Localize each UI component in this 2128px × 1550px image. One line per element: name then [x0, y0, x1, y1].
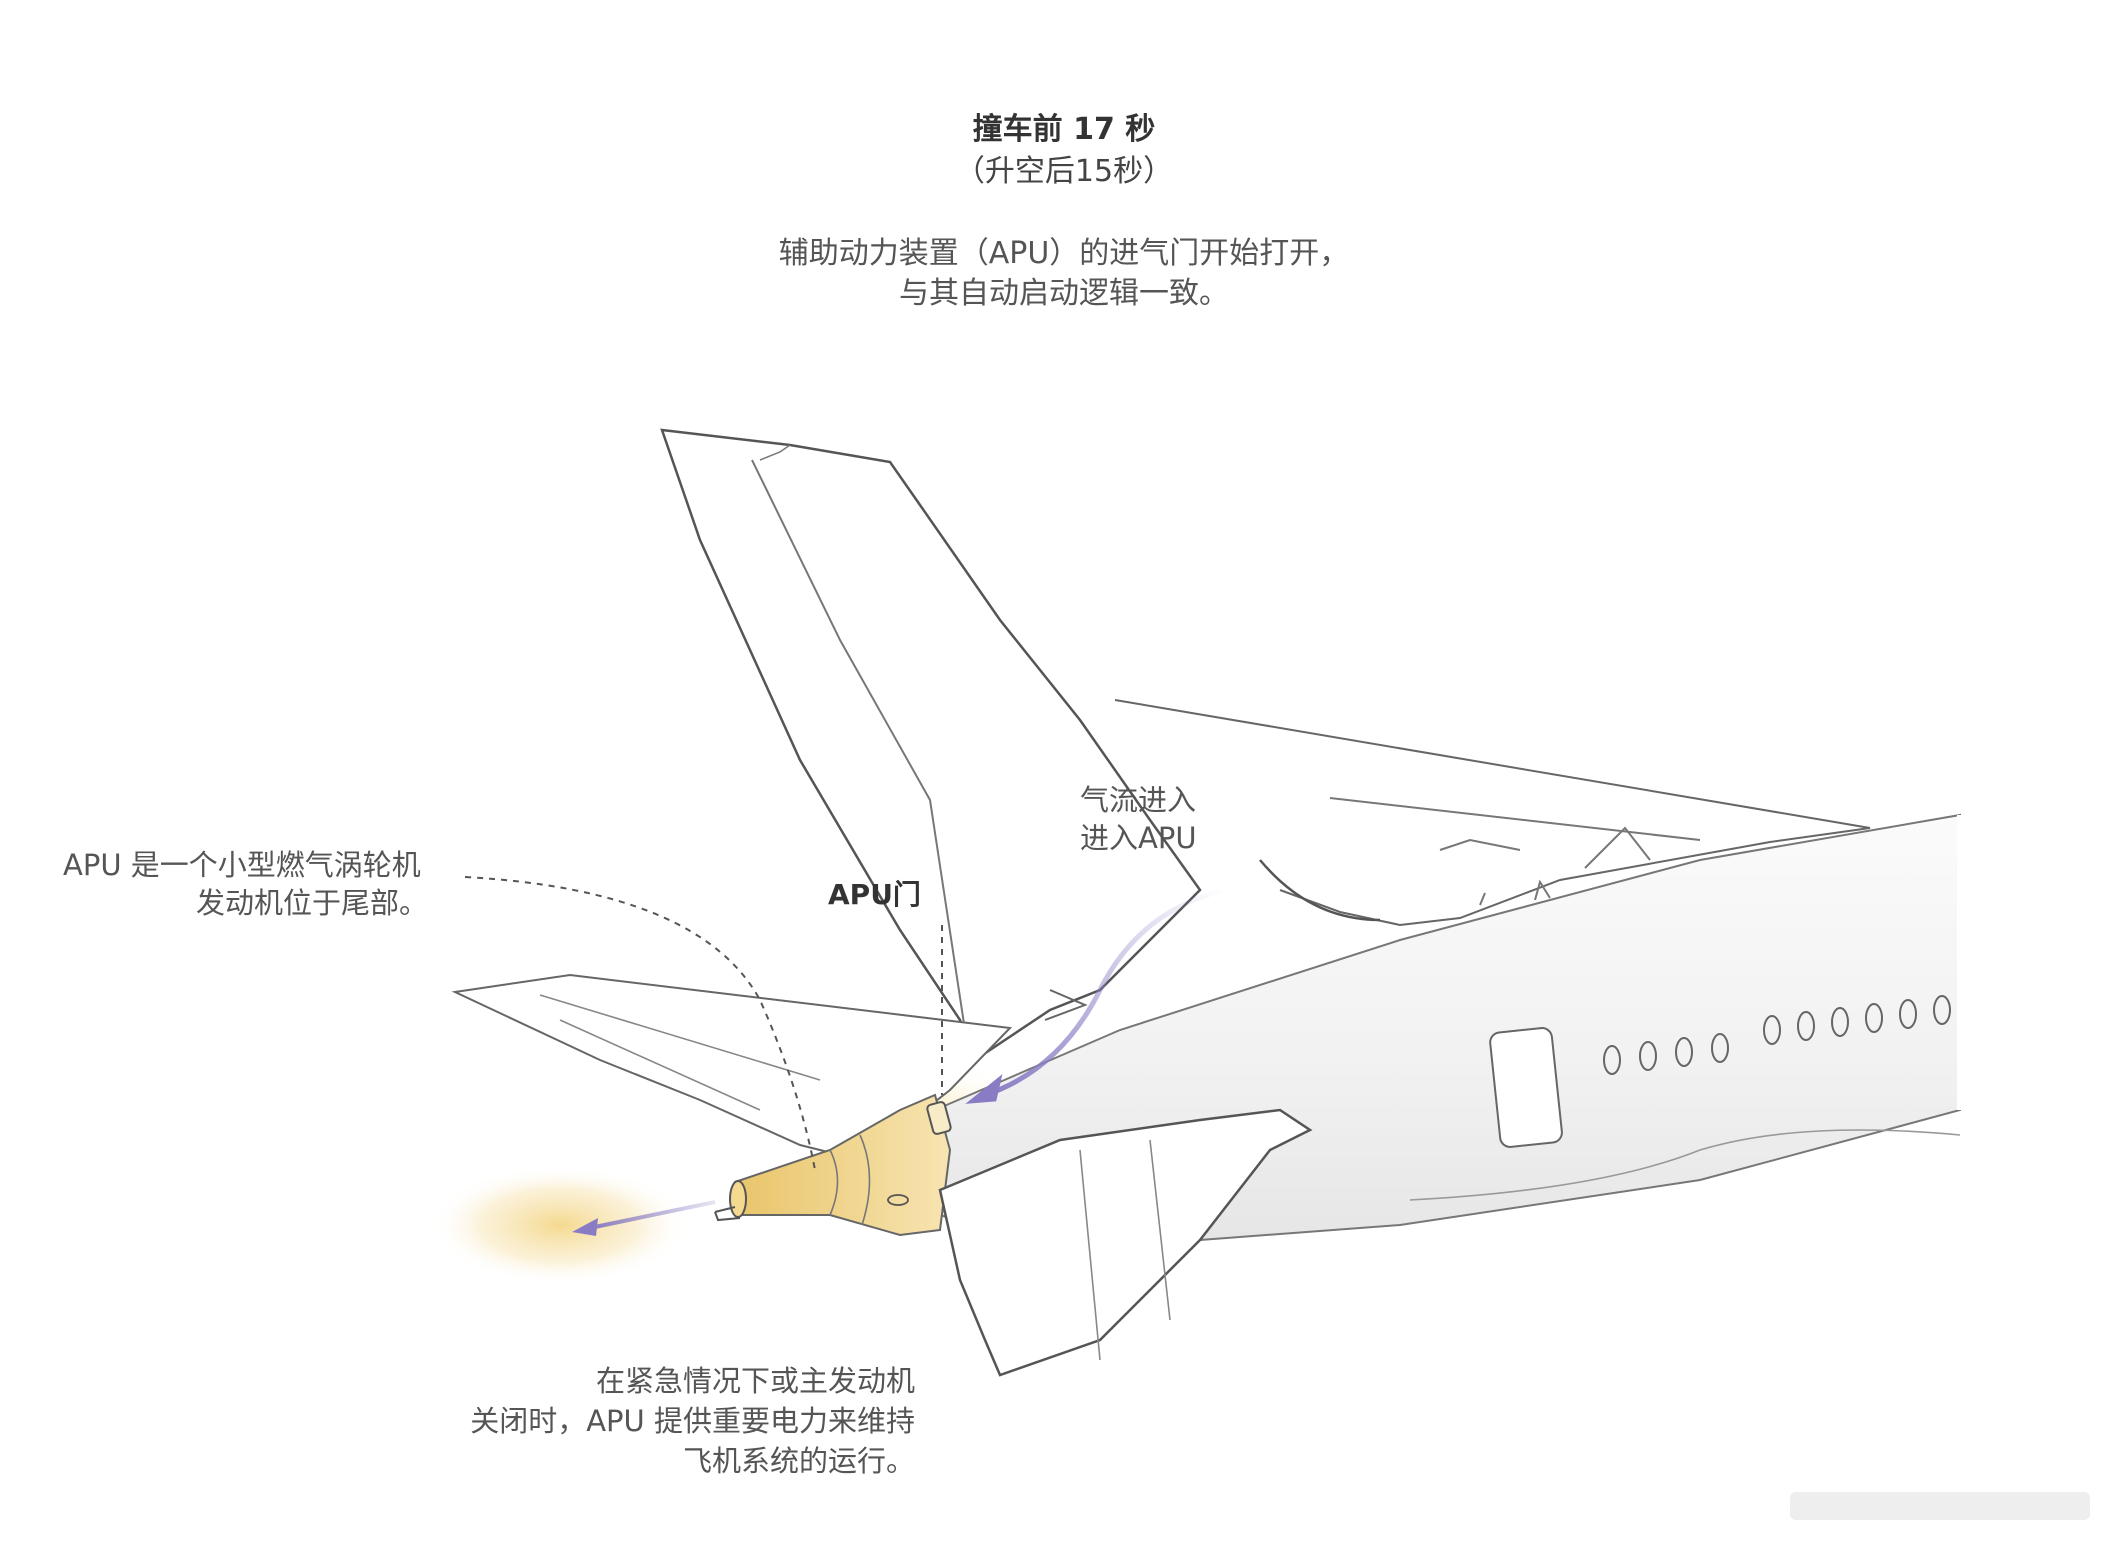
- exhaust-arrowhead: [572, 1218, 598, 1236]
- apu-leader-line: [464, 876, 816, 1171]
- apu-door: [926, 1101, 952, 1135]
- cabin-windows: [1603, 995, 1951, 1075]
- exhaust-glow: [430, 1165, 690, 1285]
- apu-door-label: APU门: [828, 878, 921, 911]
- note-line-1: 在紧急情况下或主发动机: [595, 1364, 915, 1398]
- apu-info-label-line-2: 发动机位于尾部。: [196, 886, 429, 920]
- note-line-3: 飞机系统的运行。: [682, 1444, 915, 1478]
- airflow-arrowhead: [965, 1074, 1003, 1104]
- apu-info-label-line-1: APU 是一个小型燃气涡轮机: [63, 848, 421, 882]
- lower-fin: [938, 1108, 1313, 1377]
- page-title: 撞车前 17 秒: [972, 112, 1156, 147]
- airflow-label-line-1: 气流进入: [1080, 783, 1197, 817]
- exhaust-arrow: [589, 1200, 716, 1230]
- description-line-1: 辅助动力装置（APU）的进气门开始打开，: [778, 236, 1350, 271]
- vertical-stabilizer: [660, 428, 1202, 1062]
- apu-exhaust-nozzle: [729, 1180, 747, 1218]
- page-subtitle: （升空后15秒）: [954, 154, 1174, 189]
- airflow-arrow: [984, 887, 1226, 1098]
- rear-door: [1489, 1027, 1563, 1148]
- note-line-2: 关闭时，APU 提供重要电力来维持: [470, 1404, 915, 1438]
- airflow-label-line-2: 进入APU: [1080, 821, 1197, 855]
- description-line-2: 与其自动启动逻辑一致。: [899, 276, 1229, 311]
- right-horizontal-stabilizer: [1114, 699, 1871, 927]
- watermark: [1790, 1492, 2090, 1520]
